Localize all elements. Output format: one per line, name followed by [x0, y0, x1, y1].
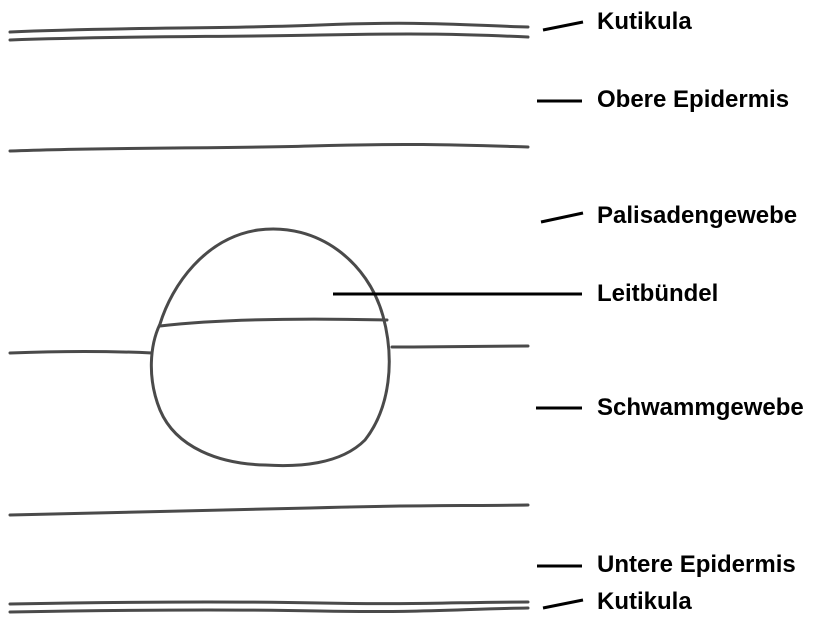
label-leitbuendel: Leitbündel	[597, 282, 718, 306]
label-obere-epidermis: Obere Epidermis	[597, 88, 789, 112]
bundle-divider-line	[160, 319, 387, 326]
mesophyll-boundary-left	[10, 352, 152, 354]
mesophyll-boundary-right	[392, 346, 528, 347]
upper-cuticle-line-outer	[10, 23, 528, 32]
leader-kutikula-top	[543, 22, 583, 30]
lower-cuticle-line-inner	[10, 608, 528, 612]
label-untere-epidermis: Untere Epidermis	[597, 553, 796, 577]
upper-cuticle-line-inner	[10, 34, 528, 40]
lower-cuticle-line-outer	[10, 602, 528, 604]
upper-epidermis-boundary-line	[10, 144, 528, 151]
vascular-bundle-outline	[151, 229, 389, 466]
label-kutikula-top: Kutikula	[597, 10, 692, 34]
lower-epidermis-boundary-line	[10, 505, 528, 515]
label-schwammgewebe: Schwammgewebe	[597, 396, 804, 420]
label-kutikula-bottom: Kutikula	[597, 590, 692, 614]
label-palisadengewebe: Palisadengewebe	[597, 204, 797, 228]
leader-palisadengewebe	[541, 213, 583, 222]
leader-kutikula-bottom	[543, 600, 583, 608]
